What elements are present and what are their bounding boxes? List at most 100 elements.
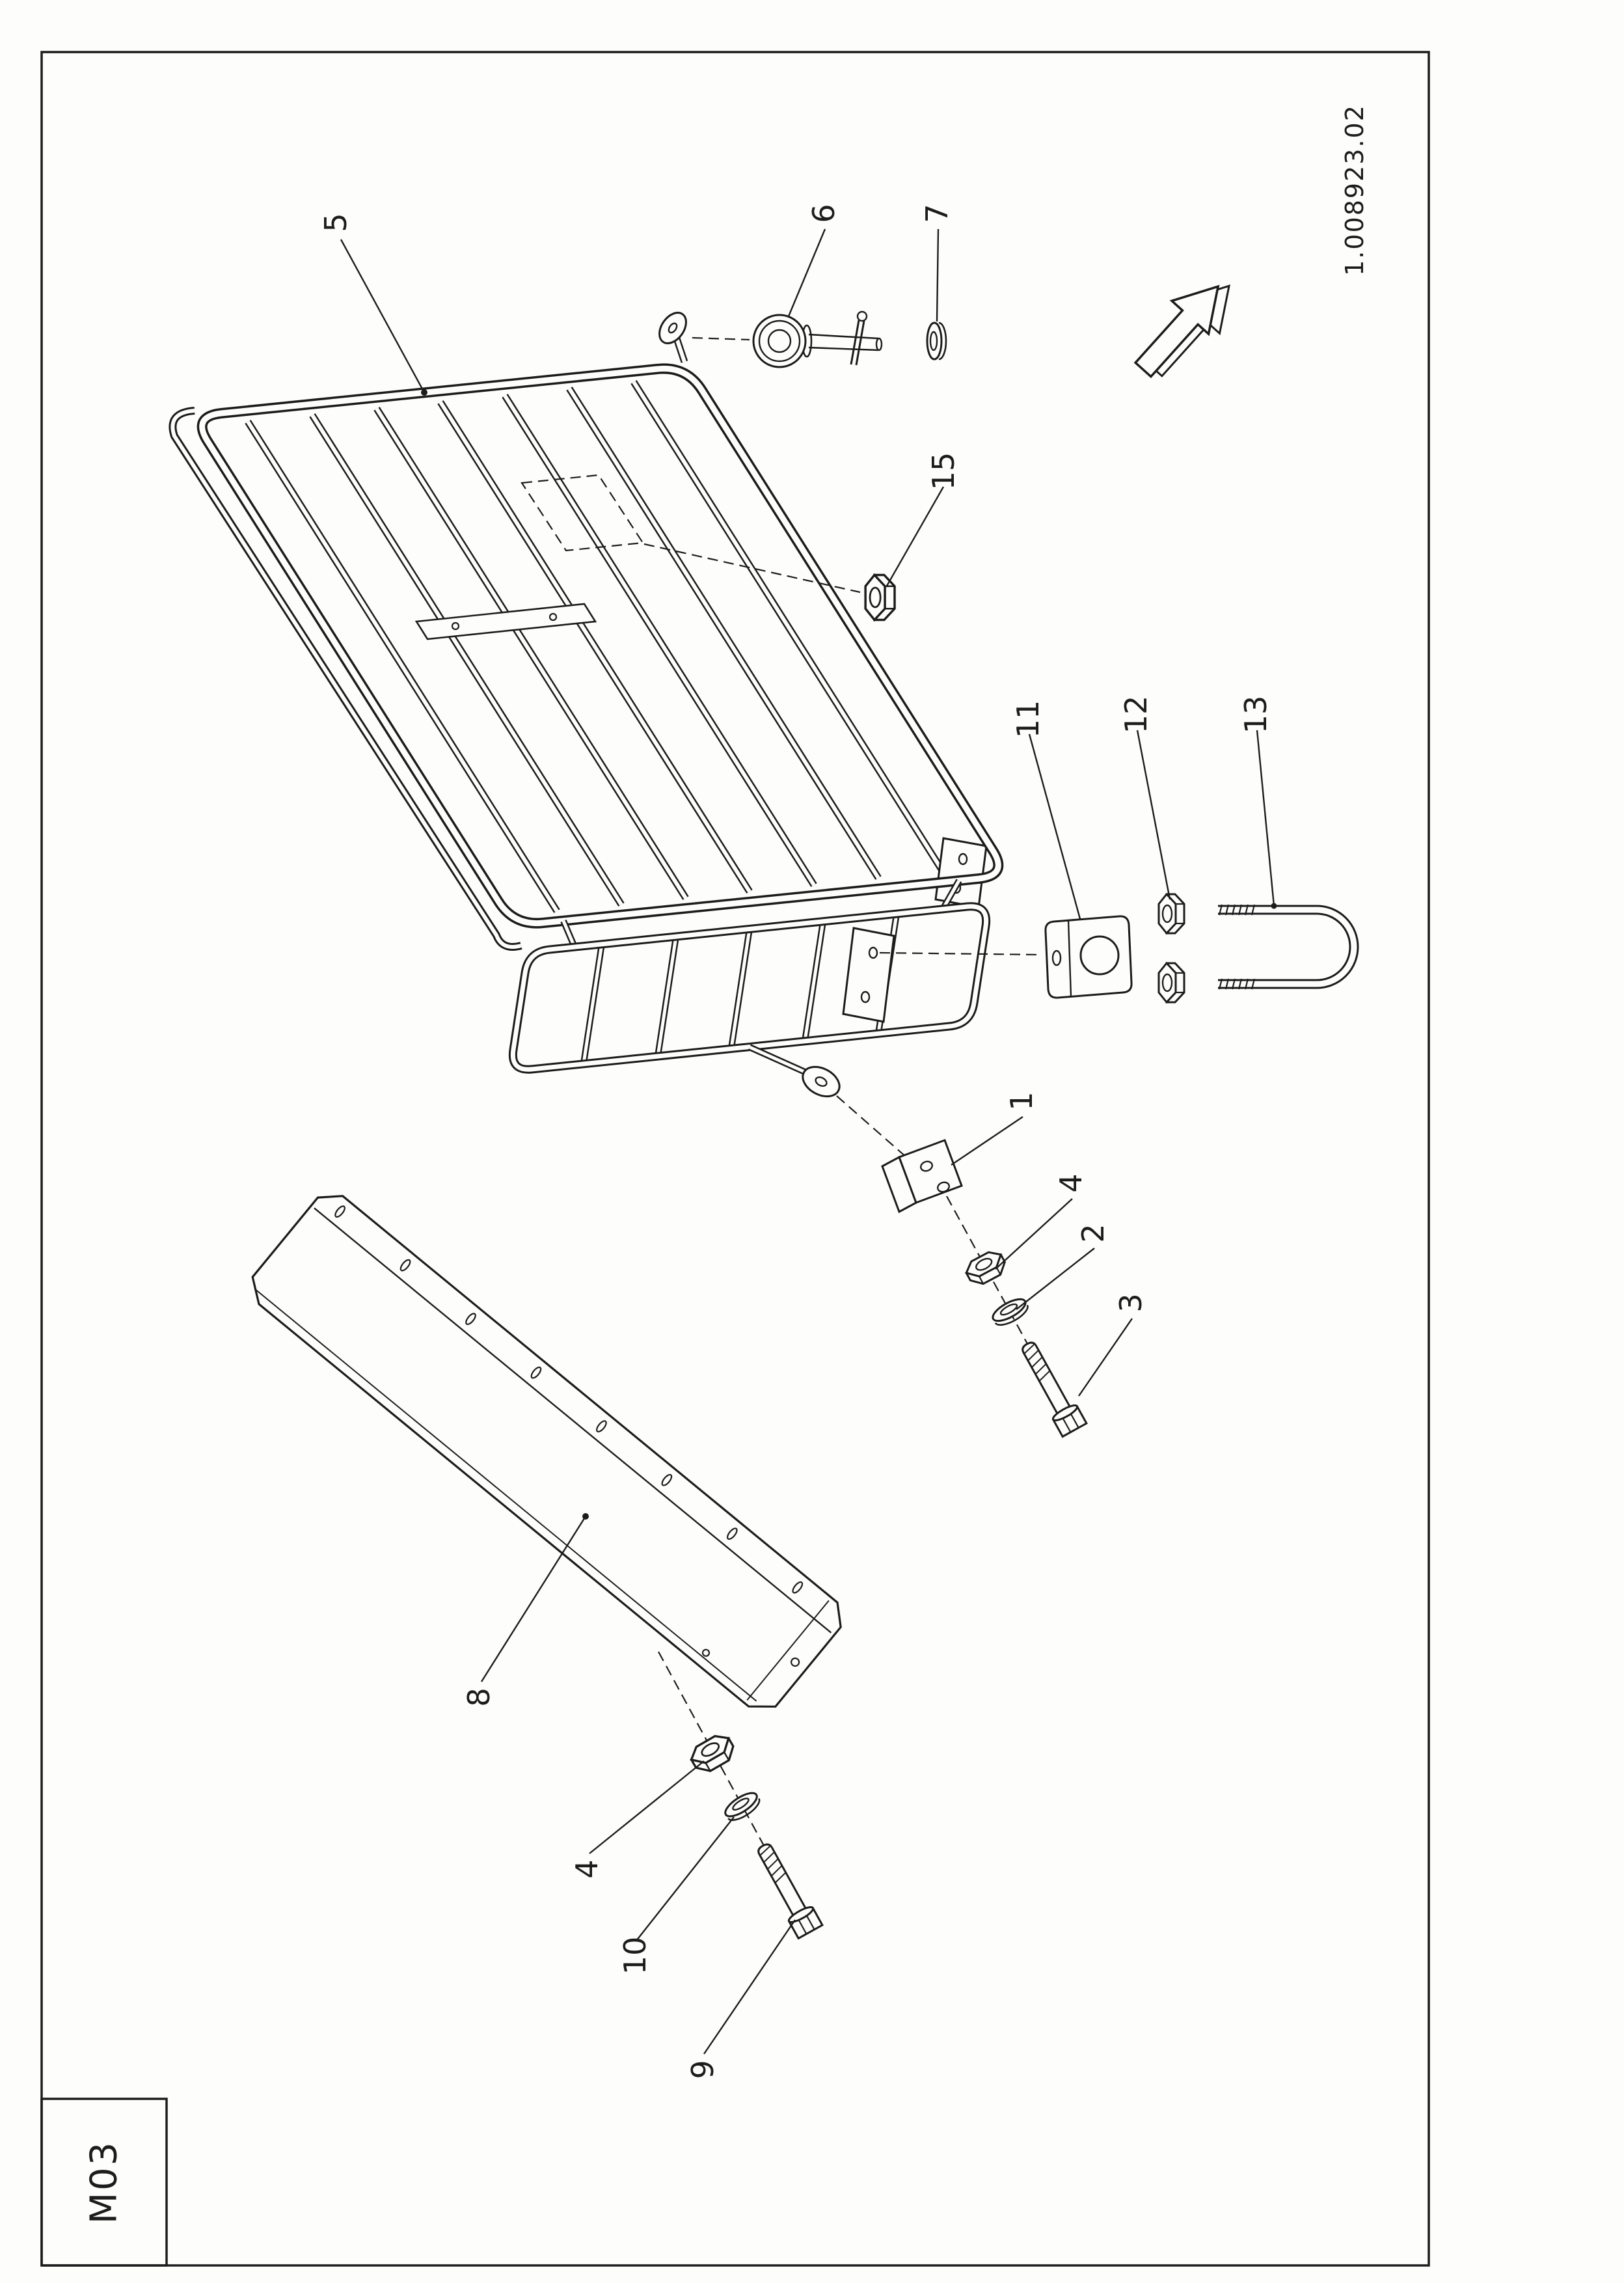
leader-6 [787,228,826,317]
grid-tube-fill [246,420,559,912]
callout-2: 2 [1076,1224,1111,1242]
mount-plate-b-hole [868,946,878,959]
axis-nut15 [643,543,861,594]
callout-10: 10 [617,1937,653,1975]
panel-slot [661,1473,673,1486]
hardware [686,310,1359,1939]
nut-part-4a [962,1246,1010,1290]
leader-9 [703,1919,796,2055]
callout-5: 5 [318,213,353,232]
nut-part-15 [864,573,896,622]
leader-lines [340,228,1277,2055]
axis-bracket [836,1095,913,1163]
lower-lug-stub-fill [748,1045,813,1077]
panel-hole [790,1657,800,1667]
mount-plate-a-hole [958,853,968,866]
panel-edge-line [254,1288,757,1702]
gate-bar-fill [729,928,751,1049]
panel-outline [251,1195,842,1708]
callout-12: 12 [1118,696,1154,734]
hidden-bracket-outline [521,474,644,552]
leader-13-dot [1271,903,1277,909]
washer-part-2 [988,1294,1032,1330]
axis-plug [692,336,750,341]
callout-4a: 4 [1053,1173,1089,1192]
panel-slot [726,1527,738,1540]
mount-plate-a [934,837,988,909]
callout-1: 1 [1004,1091,1039,1110]
callout-4b: 4 [569,1859,604,1878]
leader-11 [1028,733,1081,920]
mount-plate-b-hole [860,991,871,1004]
callout-8: 8 [461,1688,496,1706]
nut-part-12 [1157,893,1185,935]
panel-slot [530,1366,542,1379]
bracket-hole [920,1160,933,1172]
panel-slot [465,1313,476,1325]
plug-body-mid [758,320,801,362]
leader-1 [951,1116,1023,1166]
bracket-face [898,1139,963,1204]
panel-hole [701,1648,710,1657]
panel-slot [399,1259,411,1272]
ubolt-inner [1218,907,1357,987]
grid-frame-outer [196,363,1004,929]
lower-lug [802,1065,841,1098]
arrow-front [1133,284,1220,379]
callout-6: 6 [806,204,841,223]
panel-slot [792,1581,804,1594]
bracket-part-1 [881,1139,963,1214]
plug-pin-ring [856,310,868,322]
grid-tube-fill [503,394,816,886]
grid-frame-inner [199,365,1001,927]
plug-body [752,314,807,368]
callout-13: 13 [1238,696,1273,734]
panel-slot [596,1420,607,1433]
grid-tube-fill [310,414,623,906]
callout-11: 11 [1010,700,1046,739]
hoop-tube-outer [169,407,522,951]
cross-strip-hole [548,612,558,622]
grid-tube-fill [567,387,880,879]
direction-arrow-icon [1133,284,1231,379]
clamp-fold [1067,920,1072,997]
washer-part-7 [926,321,947,361]
callout-3: 3 [1113,1293,1148,1312]
plug-pin [855,320,865,366]
plug-stem-top [808,333,879,340]
cross-strip-hole [451,622,460,631]
leader-5-dot [421,389,427,396]
sheet-panel [251,1195,842,1708]
gate-bar-fill [656,936,678,1057]
leader-15 [885,486,945,588]
drawing-border [40,51,1430,2267]
callout-7: 7 [919,204,954,223]
title-box: M03 [40,2098,168,2267]
title-box-frame [40,2098,168,2267]
lower-lug-hole [815,1076,828,1087]
clamp-hole [1079,935,1120,976]
hoop-tube-inner [170,409,522,949]
bracket-hole [937,1181,950,1193]
grid-tube-fill [375,407,688,899]
plug-pin [850,320,860,365]
leader-3 [1078,1318,1133,1397]
callout-15: 15 [926,452,961,491]
leader-10 [636,1816,735,1941]
ubolt-part-13 [1218,904,1359,990]
axis-ubolt [879,951,1042,956]
leader-8-dot [582,1513,589,1520]
leader-13 [1256,730,1275,907]
mount-plate-b [842,927,895,1023]
panel-end-fold [746,1600,830,1701]
gate-bar-fill [803,921,825,1042]
leader-4b [589,1760,705,1854]
leader-2 [1016,1248,1095,1310]
gate-bar-fill [582,943,604,1064]
leader-4a [995,1198,1073,1270]
grid-tube-fill [439,401,751,893]
nut-part-4b [686,1729,740,1778]
axis-lines [643,336,1061,1935]
callout-9: 9 [685,2060,720,2079]
